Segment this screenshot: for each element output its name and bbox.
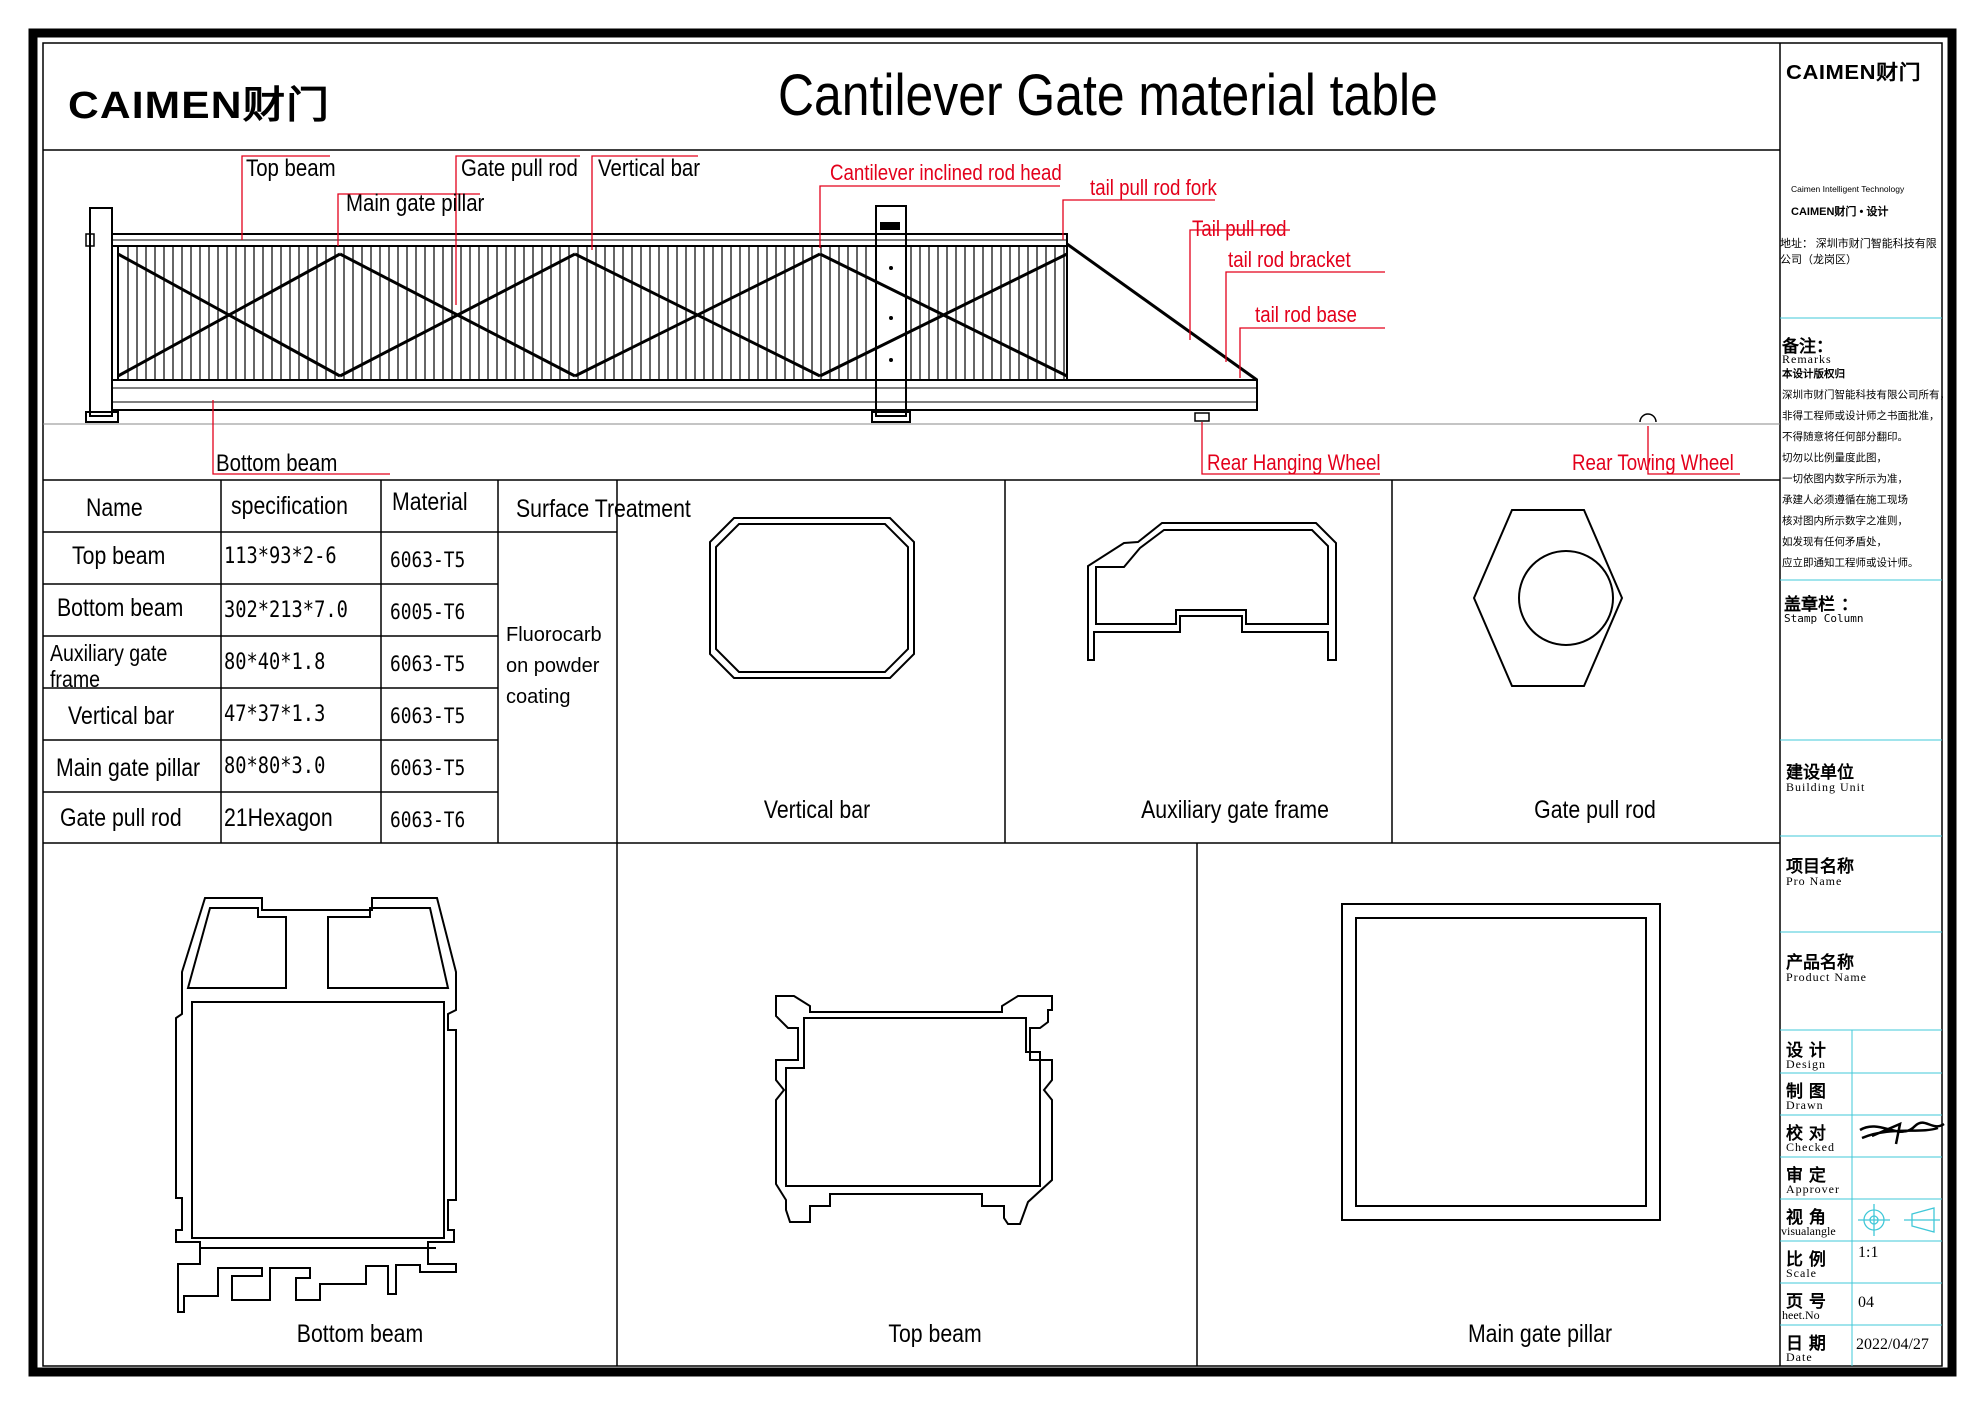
company-address: 地址： 深圳市财门智能科技有限 公司（龙岗区） [1780, 236, 1937, 268]
address-line: 地址： 深圳市财门智能科技有限 [1780, 238, 1937, 250]
table-cell-name: Bottom beam [57, 594, 184, 622]
profile-caption-bottom-beam: Bottom beam [296, 1320, 424, 1348]
table-cell-material: 6063-T5 [390, 548, 466, 572]
remark-line: 核对图内所示数字之准则， [1782, 515, 1908, 527]
label-main-gate-pillar: Main gate pillar [346, 190, 485, 217]
table-header-surface-treatment: Surface Treatment [516, 495, 691, 523]
remark-line: 如发现有任何矛盾处， [1782, 536, 1887, 548]
project-name-label: 项目名称 [1786, 857, 1854, 877]
surface-treatment-line: Fluorocarb [506, 624, 602, 646]
date-label: 日 期 [1786, 1334, 1826, 1354]
scale-value: 1:1 [1858, 1244, 1879, 1261]
table-cell-material: 6063-T5 [390, 652, 466, 676]
stamp-heading-en: Stamp Column [1784, 612, 1864, 625]
label-tail-rod-bracket: tail rod bracket [1228, 247, 1351, 272]
table-cell-material: 6063-T6 [390, 808, 466, 832]
sheet-number-label: 页 号 [1786, 1292, 1826, 1312]
profile-caption-top-beam: Top beam [888, 1320, 982, 1348]
table-cell-spec: 80*40*1.8 [224, 650, 326, 675]
table-cell-name: Vertical bar [68, 702, 175, 730]
table-cell-material: 6063-T5 [390, 756, 466, 780]
remark-line: 不得随意将任何部分翻印。 [1782, 431, 1908, 443]
table-cell-spec: 80*80*3.0 [224, 754, 326, 779]
sheet-number-label-en: heet.No [1782, 1308, 1820, 1322]
company-name-en: Caimen Intelligent Technology [1791, 184, 1905, 194]
remark-line: 深圳市财门智能科技有限公司所有， [1782, 389, 1950, 401]
signature [1859, 1121, 1945, 1145]
building-unit-label: 建设单位 [1786, 763, 1854, 783]
profile-caption-auxiliary-gate-frame: Auxiliary gate frame [1141, 796, 1329, 824]
table-cell-material: 6063-T5 [390, 704, 466, 728]
building-unit-label-en: Building Unit [1786, 780, 1866, 794]
table-header-specification: specification [231, 492, 348, 520]
design-label: 设 计 [1786, 1041, 1826, 1061]
date-label-en: Date [1786, 1350, 1813, 1364]
label-tail-pull-rod: Tail pull rod [1192, 216, 1287, 241]
table-cell-spec: 302*213*7.0 [224, 598, 348, 623]
product-name-label-en: Product Name [1786, 970, 1867, 984]
title-block-logo: CAIMEN财门 [1786, 62, 1922, 84]
visual-angle-label: 视 角 [1786, 1208, 1826, 1228]
product-name-label: 产品名称 [1786, 953, 1854, 973]
profile-caption-gate-pull-rod: Gate pull rod [1534, 796, 1656, 824]
label-cantilever-inclined-rod-head: Cantilever inclined rod head [830, 160, 1062, 185]
surface-treatment-line: on powder [506, 655, 600, 677]
label-top-beam: Top beam [246, 155, 336, 182]
page-title: Cantilever Gate material table [778, 63, 1438, 128]
scale-label: 比 例 [1786, 1250, 1826, 1270]
table-cell-material: 6005-T6 [390, 600, 466, 624]
remark-line: 切勿以比例量度此图， [1782, 452, 1887, 464]
label-tail-rod-base: tail rod base [1255, 302, 1357, 327]
date-value: 2022/04/27 [1856, 1336, 1929, 1353]
table-cell-name: Main gate pillar [56, 754, 201, 782]
checked-label: 校 对 [1786, 1124, 1826, 1144]
drawn-label-en: Drawn [1786, 1098, 1824, 1112]
project-name-label-en: Pro Name [1786, 874, 1843, 888]
label-vertical-bar: Vertical bar [598, 155, 701, 182]
remark-line: 本设计版权归 [1782, 368, 1845, 380]
table-header-name: Name [86, 494, 143, 522]
view-angle-symbol [1858, 1204, 1940, 1236]
label-bottom-beam: Bottom beam [216, 450, 338, 477]
stamp-heading: 盖章栏 ： [1784, 595, 1858, 615]
drawn-label: 制 图 [1786, 1082, 1826, 1102]
address-line: 公司（龙岗区） [1780, 254, 1857, 266]
table-cell-name: Top beam [72, 542, 166, 570]
remark-line: 承建人必须遵循在施工现场 [1782, 494, 1908, 506]
brand-logo: CAIMEN财门 [68, 85, 330, 127]
profile-caption-vertical-bar: Vertical bar [763, 796, 871, 824]
table-cell-spec: 21Hexagon [224, 804, 333, 832]
design-label-en: Design [1786, 1057, 1826, 1071]
company-logo-line: CAIMEN财门 • 设计 [1791, 206, 1889, 218]
label-gate-pull-rod: Gate pull rod [461, 155, 578, 182]
table-cell-name: Gate pull rod [60, 804, 182, 832]
approver-label: 审 定 [1786, 1166, 1826, 1186]
table-cell-spec: 113*93*2-6 [224, 544, 337, 569]
surface-treatment-value: Fluorocarb on powder coating [506, 620, 602, 713]
remarks-text: 本设计版权归 深圳市财门智能科技有限公司所有， 非得工程师或设计师之书面批准， … [1782, 364, 1950, 574]
table-header-material: Material [392, 488, 468, 516]
label-rear-towing-wheel: Rear Towing Wheel [1572, 450, 1734, 475]
remark-line: 一切依图内数字所示为准， [1782, 473, 1908, 485]
remark-line: 应立即通知工程师或设计师。 [1782, 557, 1919, 569]
approver-label-en: Approver [1786, 1182, 1840, 1196]
remarks-heading: 备注： [1782, 337, 1833, 357]
label-tail-pull-rod-fork: tail pull rod fork [1090, 175, 1217, 200]
table-cell-name: Auxiliary gate frame [50, 640, 168, 692]
remarks-heading-en: Remarks [1782, 352, 1832, 366]
checked-label-en: Checked [1786, 1140, 1835, 1154]
sheet-number-value: 04 [1858, 1294, 1874, 1311]
surface-treatment-line: coating [506, 686, 571, 708]
remark-line: 非得工程师或设计师之书面批准， [1782, 410, 1940, 422]
profile-caption-main-gate-pillar: Main gate pillar [1467, 1320, 1613, 1348]
label-rear-hanging-wheel: Rear Hanging Wheel [1207, 450, 1381, 475]
scale-label-en: Scale [1786, 1266, 1817, 1280]
table-cell-spec: 47*37*1.3 [224, 702, 326, 727]
visual-angle-label-en: visualangle [1781, 1224, 1836, 1238]
